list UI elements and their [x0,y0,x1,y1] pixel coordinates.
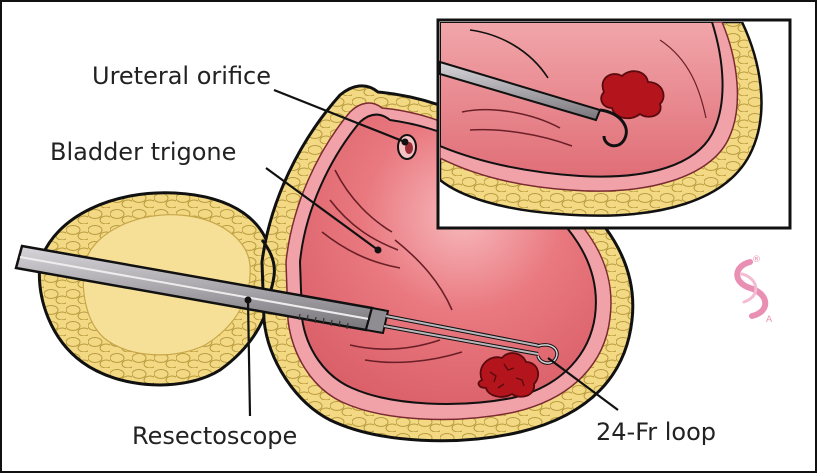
label-bladder-trigone: Bladder trigone [50,138,236,166]
brand-logo: ® A [734,255,773,325]
resectoscope [14,244,541,356]
trigone-pointer-dot [374,246,382,254]
ureteral-orifice [397,134,417,160]
inset-loop [599,108,628,148]
logo-letter: A [766,315,773,325]
inset-detail [436,18,792,230]
logo-registered-mark: ® [752,255,761,265]
label-ureteral-orifice: Ureteral orifice [92,62,271,90]
label-resectoscope: Resectoscope [132,422,297,450]
orifice-pointer-dot [401,138,409,146]
inset-tumor [600,70,665,120]
bladder-tumor [477,352,540,398]
scope-pointer-dot [244,296,252,304]
label-24fr-loop: 24-Fr loop [596,418,716,446]
loop-electrode [536,343,559,365]
leader-lines [246,88,619,417]
